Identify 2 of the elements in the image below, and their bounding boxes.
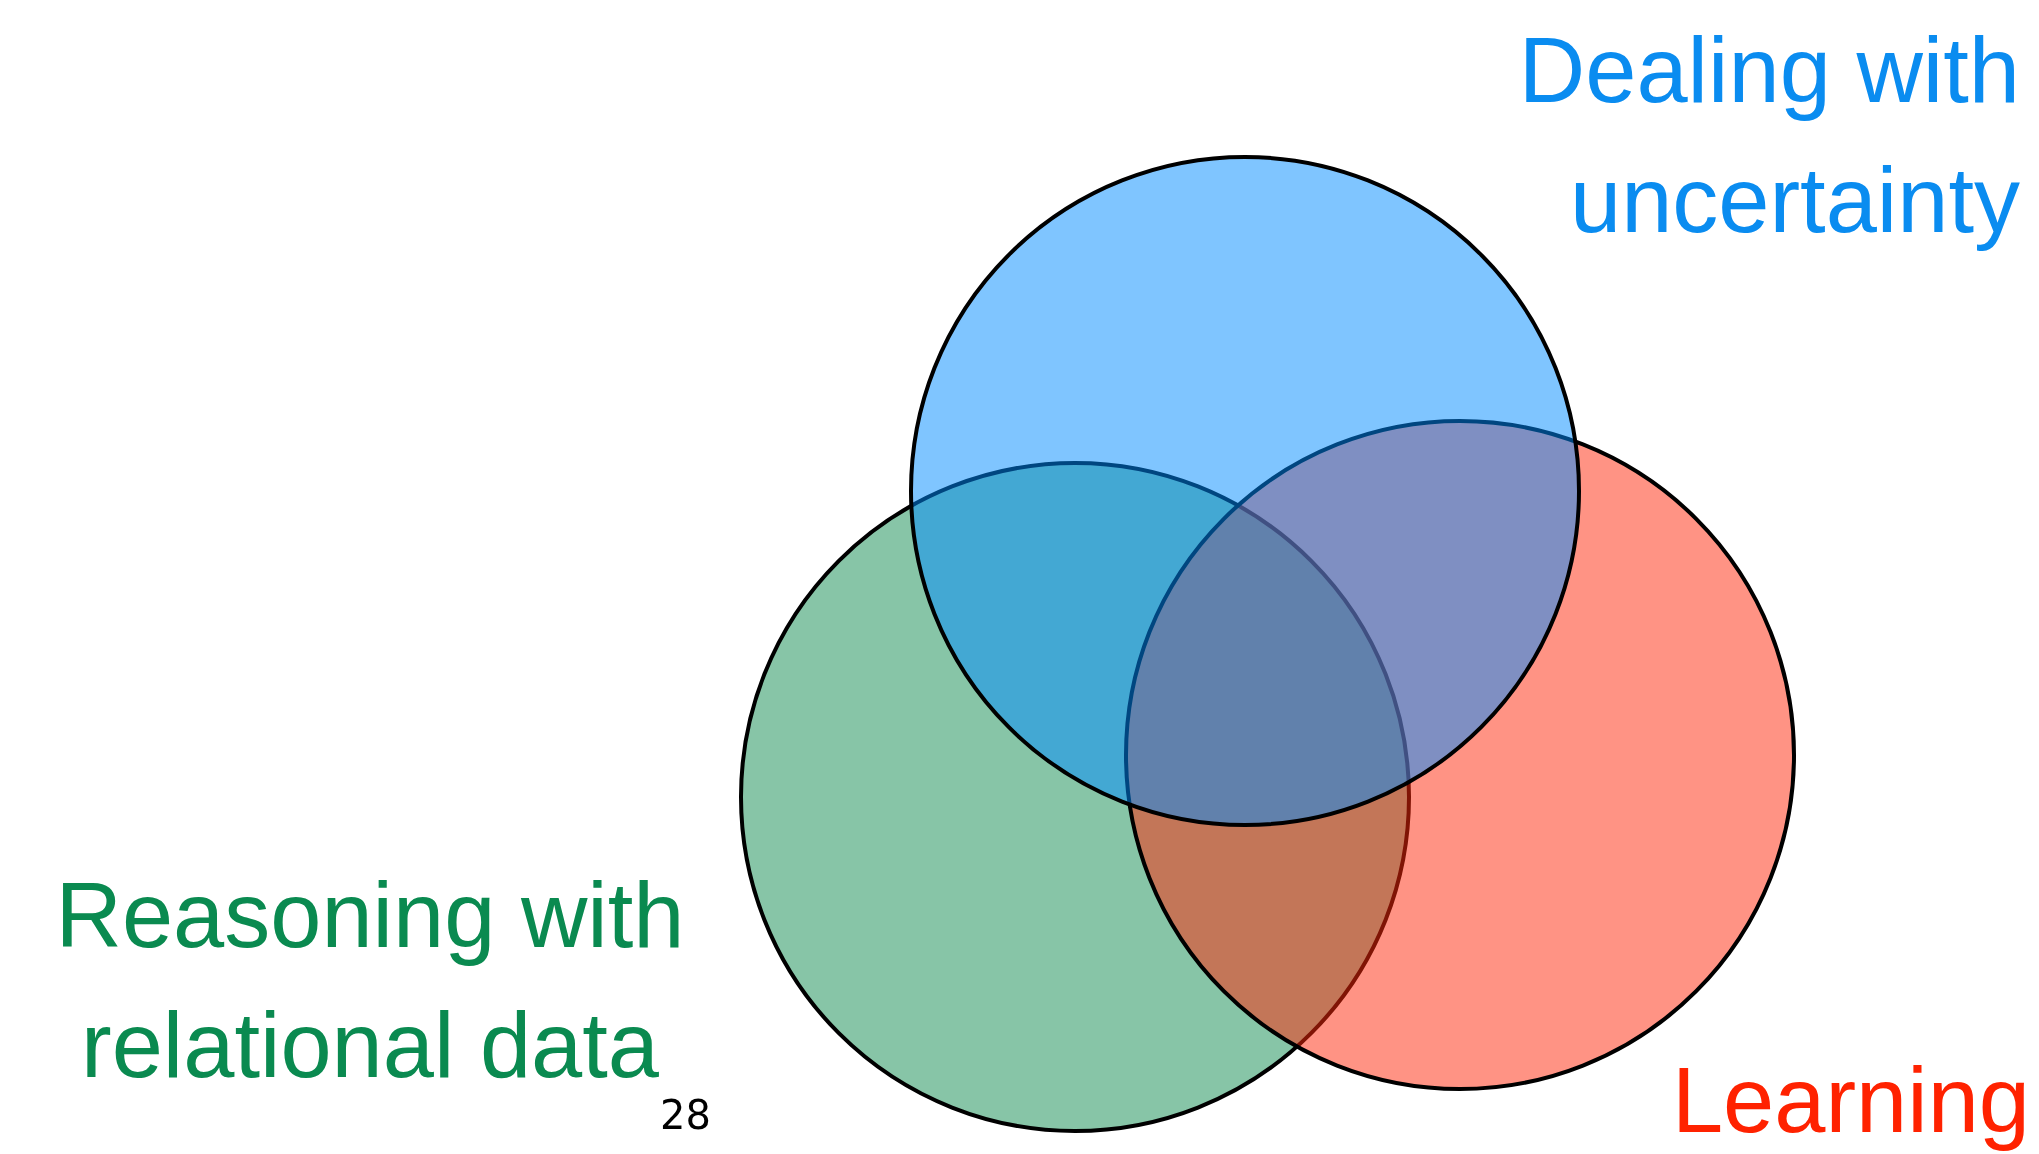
set-label: Learning bbox=[1670, 1048, 2030, 1153]
set-label: Dealing with uncertainty bbox=[1517, 18, 2020, 253]
